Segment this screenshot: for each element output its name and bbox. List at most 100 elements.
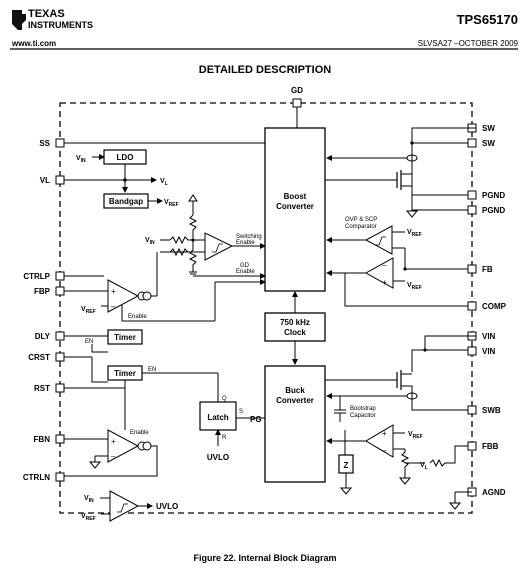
svg-text:–: – bbox=[382, 446, 387, 455]
pin-ctrln-label: CTRLN bbox=[23, 473, 50, 482]
pin-ctrlp-label: CTRLP bbox=[23, 272, 50, 281]
pin-vin-1-label: VIN bbox=[482, 332, 496, 341]
company-name-line1: TEXAS bbox=[28, 8, 65, 20]
pin-ctrlp bbox=[55, 271, 65, 281]
wire-comp bbox=[344, 273, 468, 307]
pin-pgnd-2 bbox=[467, 205, 477, 215]
hysteresis-icon bbox=[375, 236, 386, 246]
clock-label-1: 750 kHz bbox=[280, 318, 310, 327]
uvlo-vref-label: VREF bbox=[81, 513, 96, 522]
pin-rst bbox=[55, 383, 65, 393]
pin-swb bbox=[467, 405, 477, 415]
pin-fbp bbox=[55, 286, 65, 296]
pin-pgnd-2-label: PGND bbox=[482, 206, 505, 215]
timer-1-label: Timer bbox=[114, 333, 136, 342]
timer-1-en-label: EN bbox=[85, 339, 93, 345]
pin-vin-2 bbox=[467, 346, 477, 356]
right-pins: SW SW PGND PGND FB COMP VIN VIN SWB FBB … bbox=[467, 123, 507, 497]
z-label: Z bbox=[344, 461, 349, 470]
resistor-icon bbox=[400, 449, 410, 472]
pin-ss bbox=[55, 138, 65, 148]
switching-comparator bbox=[204, 232, 234, 261]
bandgap-label: Bandgap bbox=[109, 197, 143, 206]
fbb-error-amplifier bbox=[365, 424, 394, 458]
pin-pgnd-1-label: PGND bbox=[482, 191, 505, 200]
pin-comp-label: COMP bbox=[482, 302, 507, 311]
pin-crst bbox=[55, 352, 65, 362]
fbn-enable-label: Enable bbox=[130, 430, 149, 436]
latch-q-label: Q bbox=[222, 396, 227, 402]
pin-fbp-label: FBP bbox=[34, 287, 51, 296]
pin-crst-label: CRST bbox=[28, 353, 50, 362]
ref-symbol-icon bbox=[188, 194, 198, 202]
latch-s-label: S bbox=[239, 409, 243, 415]
timer-2-label: Timer bbox=[114, 369, 136, 378]
section-title: DETAILED DESCRIPTION bbox=[199, 64, 331, 76]
document-id: SLVSA27 –OCTOBER 2009 bbox=[418, 39, 519, 48]
clock-label-2: Clock bbox=[284, 328, 306, 337]
clock-block bbox=[264, 312, 326, 342]
wire-ctrln bbox=[64, 445, 158, 477]
pin-agnd-label: AGND bbox=[482, 488, 506, 497]
fbb-vref-label: VREF bbox=[408, 431, 423, 440]
pin-dly bbox=[55, 331, 65, 341]
ldo-vin-label: VIN bbox=[76, 155, 86, 164]
pin-comp bbox=[467, 301, 477, 311]
left-pins: SS VL CTRLP FBP DLY CRST RST FBN CTRLN bbox=[23, 138, 65, 482]
vl-output-label: VL bbox=[160, 178, 168, 187]
pin-sw-2-label: SW bbox=[482, 139, 495, 148]
wire-fbb bbox=[429, 445, 468, 468]
ovp-comparator bbox=[364, 225, 393, 255]
company-name-line2: INSTRUMENTS bbox=[28, 20, 93, 30]
ldo-label: LDO bbox=[117, 153, 134, 162]
pin-sw-1-label: SW bbox=[482, 124, 495, 133]
latch-r-label: R bbox=[222, 435, 227, 441]
pin-gd-label: GD bbox=[291, 86, 303, 95]
latch-label: Latch bbox=[207, 413, 228, 422]
resistor-icon bbox=[188, 214, 198, 238]
pin-sw-2 bbox=[467, 138, 477, 148]
bootstrap-label-2: Capacitor bbox=[350, 413, 376, 419]
pin-fbb-label: FBB bbox=[482, 442, 499, 451]
pin-vin-2-label: VIN bbox=[482, 347, 496, 356]
pin-ctrln bbox=[55, 472, 65, 482]
latch-block bbox=[199, 401, 237, 431]
part-number: TPS65170 bbox=[457, 12, 518, 27]
fbb-vl-label: VL bbox=[420, 462, 428, 471]
ovp-label-1: OVP & SCP bbox=[345, 217, 377, 223]
resistor-icon bbox=[169, 235, 205, 245]
switching-enable-label-1: Switching bbox=[236, 234, 262, 240]
figure-caption: Figure 22. Internal Block Diagram bbox=[193, 553, 336, 563]
fbp-vref-label: VREF bbox=[81, 306, 96, 315]
pin-fbn-label: FBN bbox=[34, 435, 51, 444]
uvlo-output-label: UVLO bbox=[156, 502, 178, 511]
sw-comp-vin-label: VIN bbox=[145, 237, 155, 246]
switching-enable-label-2: Enable bbox=[236, 240, 255, 246]
fbp-error-amplifier bbox=[107, 279, 140, 313]
svg-text:+: + bbox=[382, 278, 387, 287]
pin-fbn bbox=[55, 434, 65, 444]
pin-fb bbox=[467, 264, 477, 274]
gd-enable-label-1: GD bbox=[240, 263, 250, 269]
hysteresis-icon bbox=[212, 243, 223, 253]
wire-sw bbox=[411, 127, 476, 188]
fbn-error-amplifier bbox=[107, 429, 140, 463]
pin-ss-label: SS bbox=[39, 139, 50, 148]
svg-text:+: + bbox=[111, 437, 116, 446]
website-link[interactable]: www.ti.com bbox=[11, 39, 56, 48]
boost-label-1: Boost bbox=[284, 192, 307, 201]
ground-icon bbox=[339, 487, 353, 495]
timer-block-1 bbox=[107, 329, 143, 345]
pin-pgnd-1 bbox=[467, 190, 477, 200]
uvlo-vin-label: VIN bbox=[84, 495, 94, 504]
wire-vin bbox=[424, 335, 476, 351]
fbp-enable-label: Enable bbox=[128, 314, 147, 320]
ovp-vref-label: VREF bbox=[407, 229, 422, 238]
pin-fb-label: FB bbox=[482, 265, 493, 274]
bandgap-vref-label: VREF bbox=[164, 199, 179, 208]
svg-text:+: + bbox=[382, 429, 387, 438]
pin-vl bbox=[55, 175, 65, 185]
bootstrap-label-1: Bootstrap bbox=[350, 406, 376, 412]
svg-text:–: – bbox=[382, 261, 387, 270]
